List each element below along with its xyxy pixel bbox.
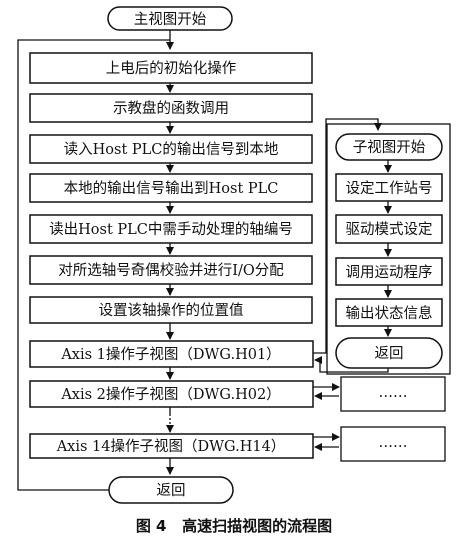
sub-step-motion-program: 调用运动程序 bbox=[335, 257, 443, 286]
sub-step-motion-program-label: 调用运动程序 bbox=[346, 264, 433, 281]
main-step-teach-pendant-label: 示教盘的函数调用 bbox=[113, 99, 229, 117]
main-step-read-axis: 读出Host PLC中需手动处理的轴编号 bbox=[29, 214, 313, 244]
axis1-subview-node: Axis 1操作子视图（DWG.H01） bbox=[29, 340, 314, 368]
axis14-subview-node: Axis 14操作子视图（DWG.H14） bbox=[29, 433, 314, 459]
subview-panel bbox=[326, 123, 451, 375]
main-step-init-label: 上电后的初始化操作 bbox=[106, 60, 237, 77]
figure-caption: 图 4 高速扫描视图的流程图 bbox=[136, 517, 332, 535]
sub-step-station: 设定工作站号 bbox=[335, 173, 443, 202]
sub-return-node: 返回 bbox=[335, 337, 443, 369]
main-start-label: 主视图开始 bbox=[134, 11, 207, 28]
main-step-read-axis-label: 读出Host PLC中需手动处理的轴编号 bbox=[49, 221, 293, 238]
sub-start-label: 子视图开始 bbox=[353, 139, 426, 156]
sub-step-drive-mode: 驱动模式设定 bbox=[335, 214, 443, 244]
subview-return-to-axis1-line bbox=[314, 356, 389, 373]
main-step-init: 上电后的初始化操作 bbox=[29, 52, 313, 84]
main-return-node: 返回 bbox=[108, 476, 234, 504]
main-step-parity-io-label: 对所选轴号奇偶校验并进行I/O分配 bbox=[58, 262, 284, 279]
axis14-placeholder-box: …… bbox=[340, 426, 446, 462]
sub-step-drive-mode-label: 驱动模式设定 bbox=[346, 221, 433, 238]
axis2-subview-label: Axis 2操作子视图（DWG.H02） bbox=[60, 386, 280, 403]
main-step-position: 设置该轴操作的位置值 bbox=[29, 296, 313, 324]
main-step-output-plc-label: 本地的输出信号输出到Host PLC bbox=[64, 180, 279, 197]
main-step-position-label: 设置该轴操作的位置值 bbox=[99, 302, 244, 319]
axis14-subview-label: Axis 14操作子视图（DWG.H14） bbox=[56, 438, 286, 455]
axis2-placeholder-box: …… bbox=[340, 376, 446, 412]
sub-return-label: 返回 bbox=[375, 345, 404, 362]
main-step-parity-io: 对所选轴号奇偶校验并进行I/O分配 bbox=[29, 255, 313, 285]
connectors bbox=[17, 30, 392, 491]
main-return-label: 返回 bbox=[157, 482, 186, 499]
axis2-subview-node: Axis 2操作子视图（DWG.H02） bbox=[29, 380, 314, 408]
main-step-read-plc: 读入Host PLC的输出信号到本地 bbox=[29, 134, 313, 164]
axis2-placeholder-label: …… bbox=[379, 385, 408, 401]
sub-start-node: 子视图开始 bbox=[335, 133, 443, 161]
main-step-output-plc: 本地的输出信号输出到Host PLC bbox=[29, 173, 313, 203]
axis1-subview-label: Axis 1操作子视图（DWG.H01） bbox=[60, 346, 280, 363]
main-step-teach-pendant: 示教盘的函数调用 bbox=[29, 93, 313, 123]
axis1-to-subview-line bbox=[313, 118, 382, 354]
loop-back-line bbox=[17, 39, 170, 491]
sub-step-status-output: 输出状态信息 bbox=[335, 298, 443, 327]
sub-step-status-output-label: 输出状态信息 bbox=[346, 305, 433, 322]
main-step-read-plc-label: 读入Host PLC的输出信号到本地 bbox=[64, 141, 279, 158]
axis14-placeholder-label: …… bbox=[379, 435, 408, 451]
main-start-node: 主视图开始 bbox=[107, 6, 233, 31]
sub-step-station-label: 设定工作站号 bbox=[346, 180, 433, 197]
